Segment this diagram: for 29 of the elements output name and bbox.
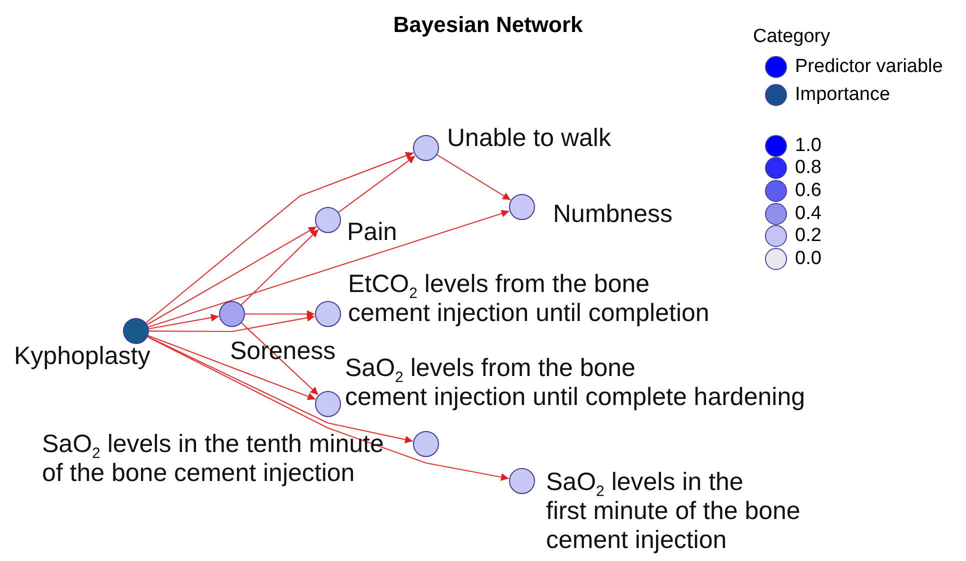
arrow — [147, 336, 509, 481]
arrow — [149, 314, 315, 332]
node-label: Numbness — [553, 200, 674, 229]
arrow — [436, 154, 511, 200]
legend-label: 0.0 — [795, 248, 822, 270]
node-label: SaO$_{2}$ levels from the bone cement injection until complete hardening — [345, 354, 806, 412]
node-label: Pain — [347, 218, 398, 247]
legend-label: 0.8 — [795, 157, 822, 179]
arrow — [240, 229, 319, 306]
chart-title: Bayesian Network — [392, 12, 584, 38]
arrow — [148, 314, 219, 330]
legend-heading: Category — [753, 26, 830, 48]
node-label: Kyphoplasty — [14, 342, 152, 371]
node-label: EtCO$_{2}$ levels from the bone cement injection until completion — [348, 270, 710, 328]
legend-label: Importance — [795, 84, 890, 106]
legend-label: 0.2 — [795, 225, 822, 247]
node-label: SaO$_{2}$ levels in the tenth minute of the bone cement injection — [42, 430, 385, 488]
legend-label: 1.0 — [795, 135, 822, 157]
arrow — [245, 310, 314, 318]
legend-label: 0.6 — [795, 180, 822, 202]
legend-label: Predictor variable — [795, 56, 943, 78]
arrow — [146, 226, 317, 325]
arrow — [148, 210, 510, 328]
arrow — [146, 152, 414, 324]
arrow — [338, 156, 416, 213]
node-label: Unable to walk — [447, 124, 612, 153]
node-label: SaO$_{2}$ levels in the first minute of the bone cement injection — [546, 468, 802, 555]
arrow — [147, 336, 413, 444]
legend-label: 0.4 — [795, 203, 822, 225]
